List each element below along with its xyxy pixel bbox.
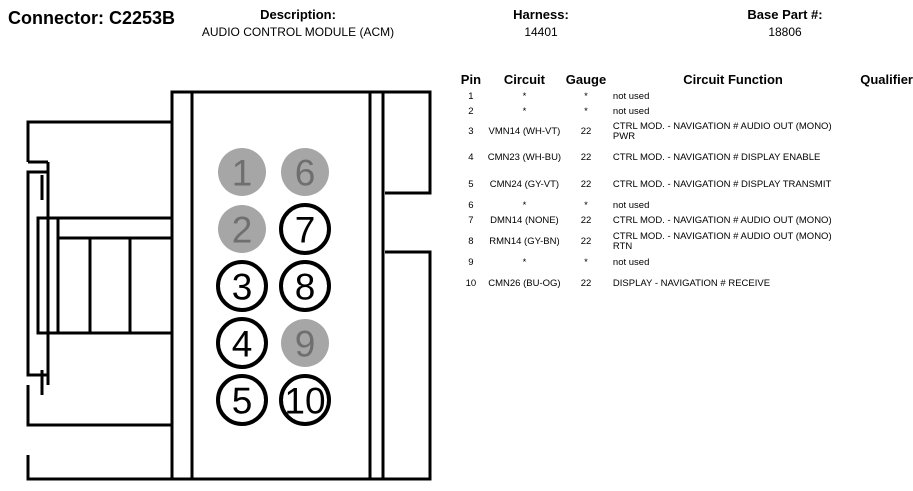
header-pin: Pin bbox=[460, 72, 482, 87]
connector-title: Connector: C2253B bbox=[8, 8, 176, 28]
circuit-code: DMN14 (NONE) bbox=[490, 214, 559, 226]
pin-cavity-6 bbox=[281, 148, 329, 196]
wire-gauge: 22 bbox=[580, 214, 592, 226]
table-row: 6 * * not used bbox=[456, 198, 913, 213]
circuit-code: VMN14 (WH-VT) bbox=[488, 125, 561, 137]
qualifier bbox=[853, 198, 913, 213]
table-row: 7 DMN14 (NONE) 22 CTRL MOD. - NAVIGATION # … bbox=[456, 213, 913, 228]
wire-gauge: * bbox=[584, 105, 588, 117]
wire-gauge: * bbox=[584, 199, 588, 211]
circuit-code: * bbox=[522, 90, 527, 102]
header-qualifier: Qualifier bbox=[860, 72, 913, 87]
table-row: 1 * * not used bbox=[456, 89, 913, 104]
pin-cavity-9 bbox=[281, 319, 329, 367]
pin-number: 9 bbox=[468, 256, 474, 268]
qualifier bbox=[853, 171, 913, 198]
pin-cavity-1 bbox=[218, 148, 266, 196]
circuit-code: RMN14 (GY-BN) bbox=[489, 235, 560, 247]
pin-label-2: 2 bbox=[232, 210, 253, 251]
harness-label: Harness: bbox=[513, 7, 569, 22]
wire-gauge: 22 bbox=[580, 125, 592, 137]
pin-number: 8 bbox=[468, 235, 474, 247]
circuit-function: CTRL MOD. - NAVIGATION # AUDIO OUT (MONO… bbox=[612, 230, 832, 252]
pin-cavity-5 bbox=[216, 374, 268, 426]
pin-cavities: 1 2 3 4 5 6 7 8 9 10 bbox=[216, 148, 331, 426]
qualifier bbox=[853, 213, 913, 228]
pin-cavity-2 bbox=[218, 205, 266, 253]
pin-number: 6 bbox=[468, 199, 474, 211]
pin-cavity-3 bbox=[216, 260, 268, 312]
base-part-label: Base Part #: bbox=[747, 7, 823, 22]
wire-gauge: * bbox=[584, 256, 588, 268]
circuit-code: * bbox=[522, 199, 527, 211]
table-row: 9 * * not used bbox=[456, 255, 913, 270]
pin-label-4: 4 bbox=[232, 324, 253, 365]
circuit-function: not used bbox=[612, 105, 650, 117]
pin-number: 3 bbox=[468, 125, 474, 137]
circuit-function: not used bbox=[612, 199, 650, 211]
wire-gauge: 22 bbox=[580, 178, 592, 190]
wire-gauge: 22 bbox=[580, 277, 592, 289]
pin-label-7: 7 bbox=[295, 210, 316, 251]
wire-gauge: * bbox=[584, 90, 588, 102]
circuit-function: CTRL MOD. - NAVIGATION # AUDIO OUT (MONO… bbox=[612, 120, 832, 142]
pin-number: 10 bbox=[465, 277, 477, 289]
table-row: 3 VMN14 (WH-VT) 22 CTRL MOD. - NAVIGATION #… bbox=[456, 119, 913, 144]
wire-gauge: 22 bbox=[580, 235, 592, 247]
base-part-value: 18806 bbox=[768, 25, 802, 39]
qualifier bbox=[853, 255, 913, 270]
pin-label-5: 5 bbox=[232, 381, 253, 422]
table-row: 2 * * not used bbox=[456, 104, 913, 119]
header-gauge: Gauge bbox=[565, 72, 607, 87]
harness-value: 14401 bbox=[524, 25, 558, 39]
circuit-function: CTRL MOD. - NAVIGATION # DISPLAY ENABLE bbox=[612, 151, 821, 163]
qualifier bbox=[853, 228, 913, 255]
circuit-code: * bbox=[522, 256, 527, 268]
qualifier bbox=[853, 89, 913, 104]
pin-cavity-4 bbox=[216, 317, 268, 369]
pin-label-10: 10 bbox=[284, 381, 325, 422]
table-row: 8 RMN14 (GY-BN) 22 CTRL MOD. - NAVIGATION #… bbox=[456, 228, 913, 255]
header-circuit-function: Circuit Function bbox=[683, 72, 783, 87]
connector-face-diagram: 1 2 3 4 5 6 7 8 9 10 bbox=[26, 90, 432, 481]
description-value: AUDIO CONTROL MODULE (ACM) bbox=[201, 25, 395, 39]
circuit-function: DISPLAY - NAVIGATION # RECEIVE bbox=[612, 277, 771, 289]
pin-number: 5 bbox=[468, 178, 474, 190]
qualifier bbox=[853, 119, 913, 144]
pinout-table: Pin Circuit Gauge Circuit Function Quali… bbox=[456, 72, 913, 297]
circuit-code: CMN24 (GY-VT) bbox=[489, 178, 560, 190]
circuit-code: CMN23 (WH-BU) bbox=[487, 151, 562, 163]
connector-housing bbox=[26, 90, 432, 481]
header-circuit: Circuit bbox=[503, 72, 545, 87]
pin-number: 2 bbox=[468, 105, 474, 117]
pin-label-1: 1 bbox=[232, 153, 253, 194]
table-row: 4 CMN23 (WH-BU) 22 CTRL MOD. - NAVIGATION #… bbox=[456, 144, 913, 171]
pin-number: 4 bbox=[468, 151, 474, 163]
table-header-row: Pin Circuit Gauge Circuit Function Quali… bbox=[456, 72, 913, 89]
pin-label-8: 8 bbox=[295, 267, 316, 308]
pin-cavity-8 bbox=[279, 260, 331, 312]
qualifier bbox=[853, 104, 913, 119]
wire-gauge: 22 bbox=[580, 151, 592, 163]
circuit-code: * bbox=[522, 105, 527, 117]
pin-cavity-10 bbox=[279, 374, 331, 426]
pin-label-6: 6 bbox=[295, 153, 316, 194]
qualifier bbox=[853, 270, 913, 297]
circuit-code: CMN26 (BU-OG) bbox=[488, 277, 561, 289]
circuit-function: not used bbox=[612, 90, 650, 102]
description-label: Description: bbox=[260, 7, 336, 22]
pin-cavity-7 bbox=[279, 203, 331, 255]
qualifier bbox=[853, 144, 913, 171]
table-row: 10 CMN26 (BU-OG) 22 DISPLAY - NAVIGATION # … bbox=[456, 270, 913, 297]
pin-label-3: 3 bbox=[232, 267, 253, 308]
circuit-function: not used bbox=[612, 256, 650, 268]
circuit-function: CTRL MOD. - NAVIGATION # AUDIO OUT (MONO… bbox=[612, 214, 832, 226]
pin-number: 1 bbox=[468, 90, 474, 102]
pin-label-9: 9 bbox=[295, 324, 316, 365]
pin-number: 7 bbox=[468, 214, 474, 226]
circuit-function: CTRL MOD. - NAVIGATION # DISPLAY TRANSMI… bbox=[612, 178, 832, 190]
table-row: 5 CMN24 (GY-VT) 22 CTRL MOD. - NAVIGATION #… bbox=[456, 171, 913, 198]
